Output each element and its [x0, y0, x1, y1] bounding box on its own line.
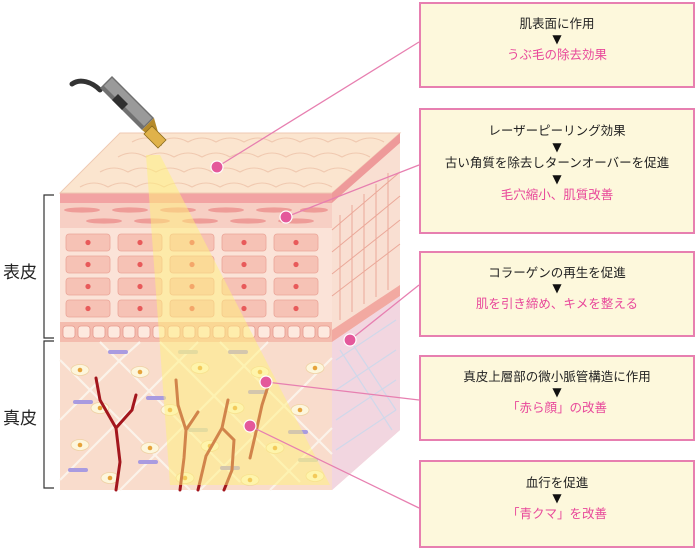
down-arrow-icon: ▼: [552, 385, 562, 400]
down-arrow-icon: ▼: [552, 171, 562, 186]
down-arrow-icon: ▼: [552, 32, 562, 47]
epidermis-label: 表皮: [3, 263, 37, 283]
down-arrow-icon: ▼: [552, 281, 562, 296]
bracket-dermis: [43, 340, 54, 489]
surface-scales: [79, 137, 385, 188]
stratum-corneum: [60, 193, 332, 203]
side-fibers: [335, 319, 397, 451]
leader-lines: [216, 41, 420, 509]
callout-bloodflow: 血行を促進 ▼ 「青クマ」を改善: [419, 460, 695, 548]
callout-text: 血行を促進: [525, 475, 589, 490]
laser-beam: [146, 155, 330, 485]
side-basal: [332, 285, 400, 342]
callout-result: 「青クマ」を改善: [506, 506, 607, 522]
side-corneum: [332, 133, 400, 203]
callout-text: コラーゲンの再生を促進: [488, 265, 626, 280]
callout-text: 真皮上層部の微小脈管構造に作用: [463, 369, 651, 384]
callout-collagen: コラーゲンの再生を促進 ▼ 肌を引き締め、キメを整える: [419, 251, 695, 337]
callout-surface: 肌表面に作用 ▼ うぶ毛の除去効果: [419, 2, 695, 88]
callout-result: うぶ毛の除去効果: [506, 47, 607, 63]
callout-peeling: レーザーピーリング効果 ▼ 古い角質を除去しターンオーバーを促進 ▼ 毛穴縮小、…: [419, 108, 695, 234]
down-arrow-icon: ▼: [552, 491, 562, 506]
callout-text: 肌表面に作用: [519, 16, 595, 31]
side-cells: [331, 171, 401, 320]
laser-handpiece: [69, 76, 167, 149]
down-arrow-icon: ▼: [552, 139, 562, 154]
callout-result: 毛穴縮小、肌質改善: [500, 186, 614, 202]
callout-result: 肌を引き締め、キメを整える: [475, 296, 639, 312]
dermis-label: 真皮: [3, 409, 37, 429]
leader-dots: [210, 160, 357, 433]
bracket-epidermis: [43, 194, 54, 339]
callout-text: 古い角質を除去しターンオーバーを促進: [444, 154, 670, 170]
callout-microvessels: 真皮上層部の微小脈管構造に作用 ▼ 「赤ら顔」の改善: [419, 355, 695, 441]
callout-result: 「赤ら顔」の改善: [506, 400, 607, 416]
callout-text: レーザーピーリング効果: [488, 123, 626, 138]
